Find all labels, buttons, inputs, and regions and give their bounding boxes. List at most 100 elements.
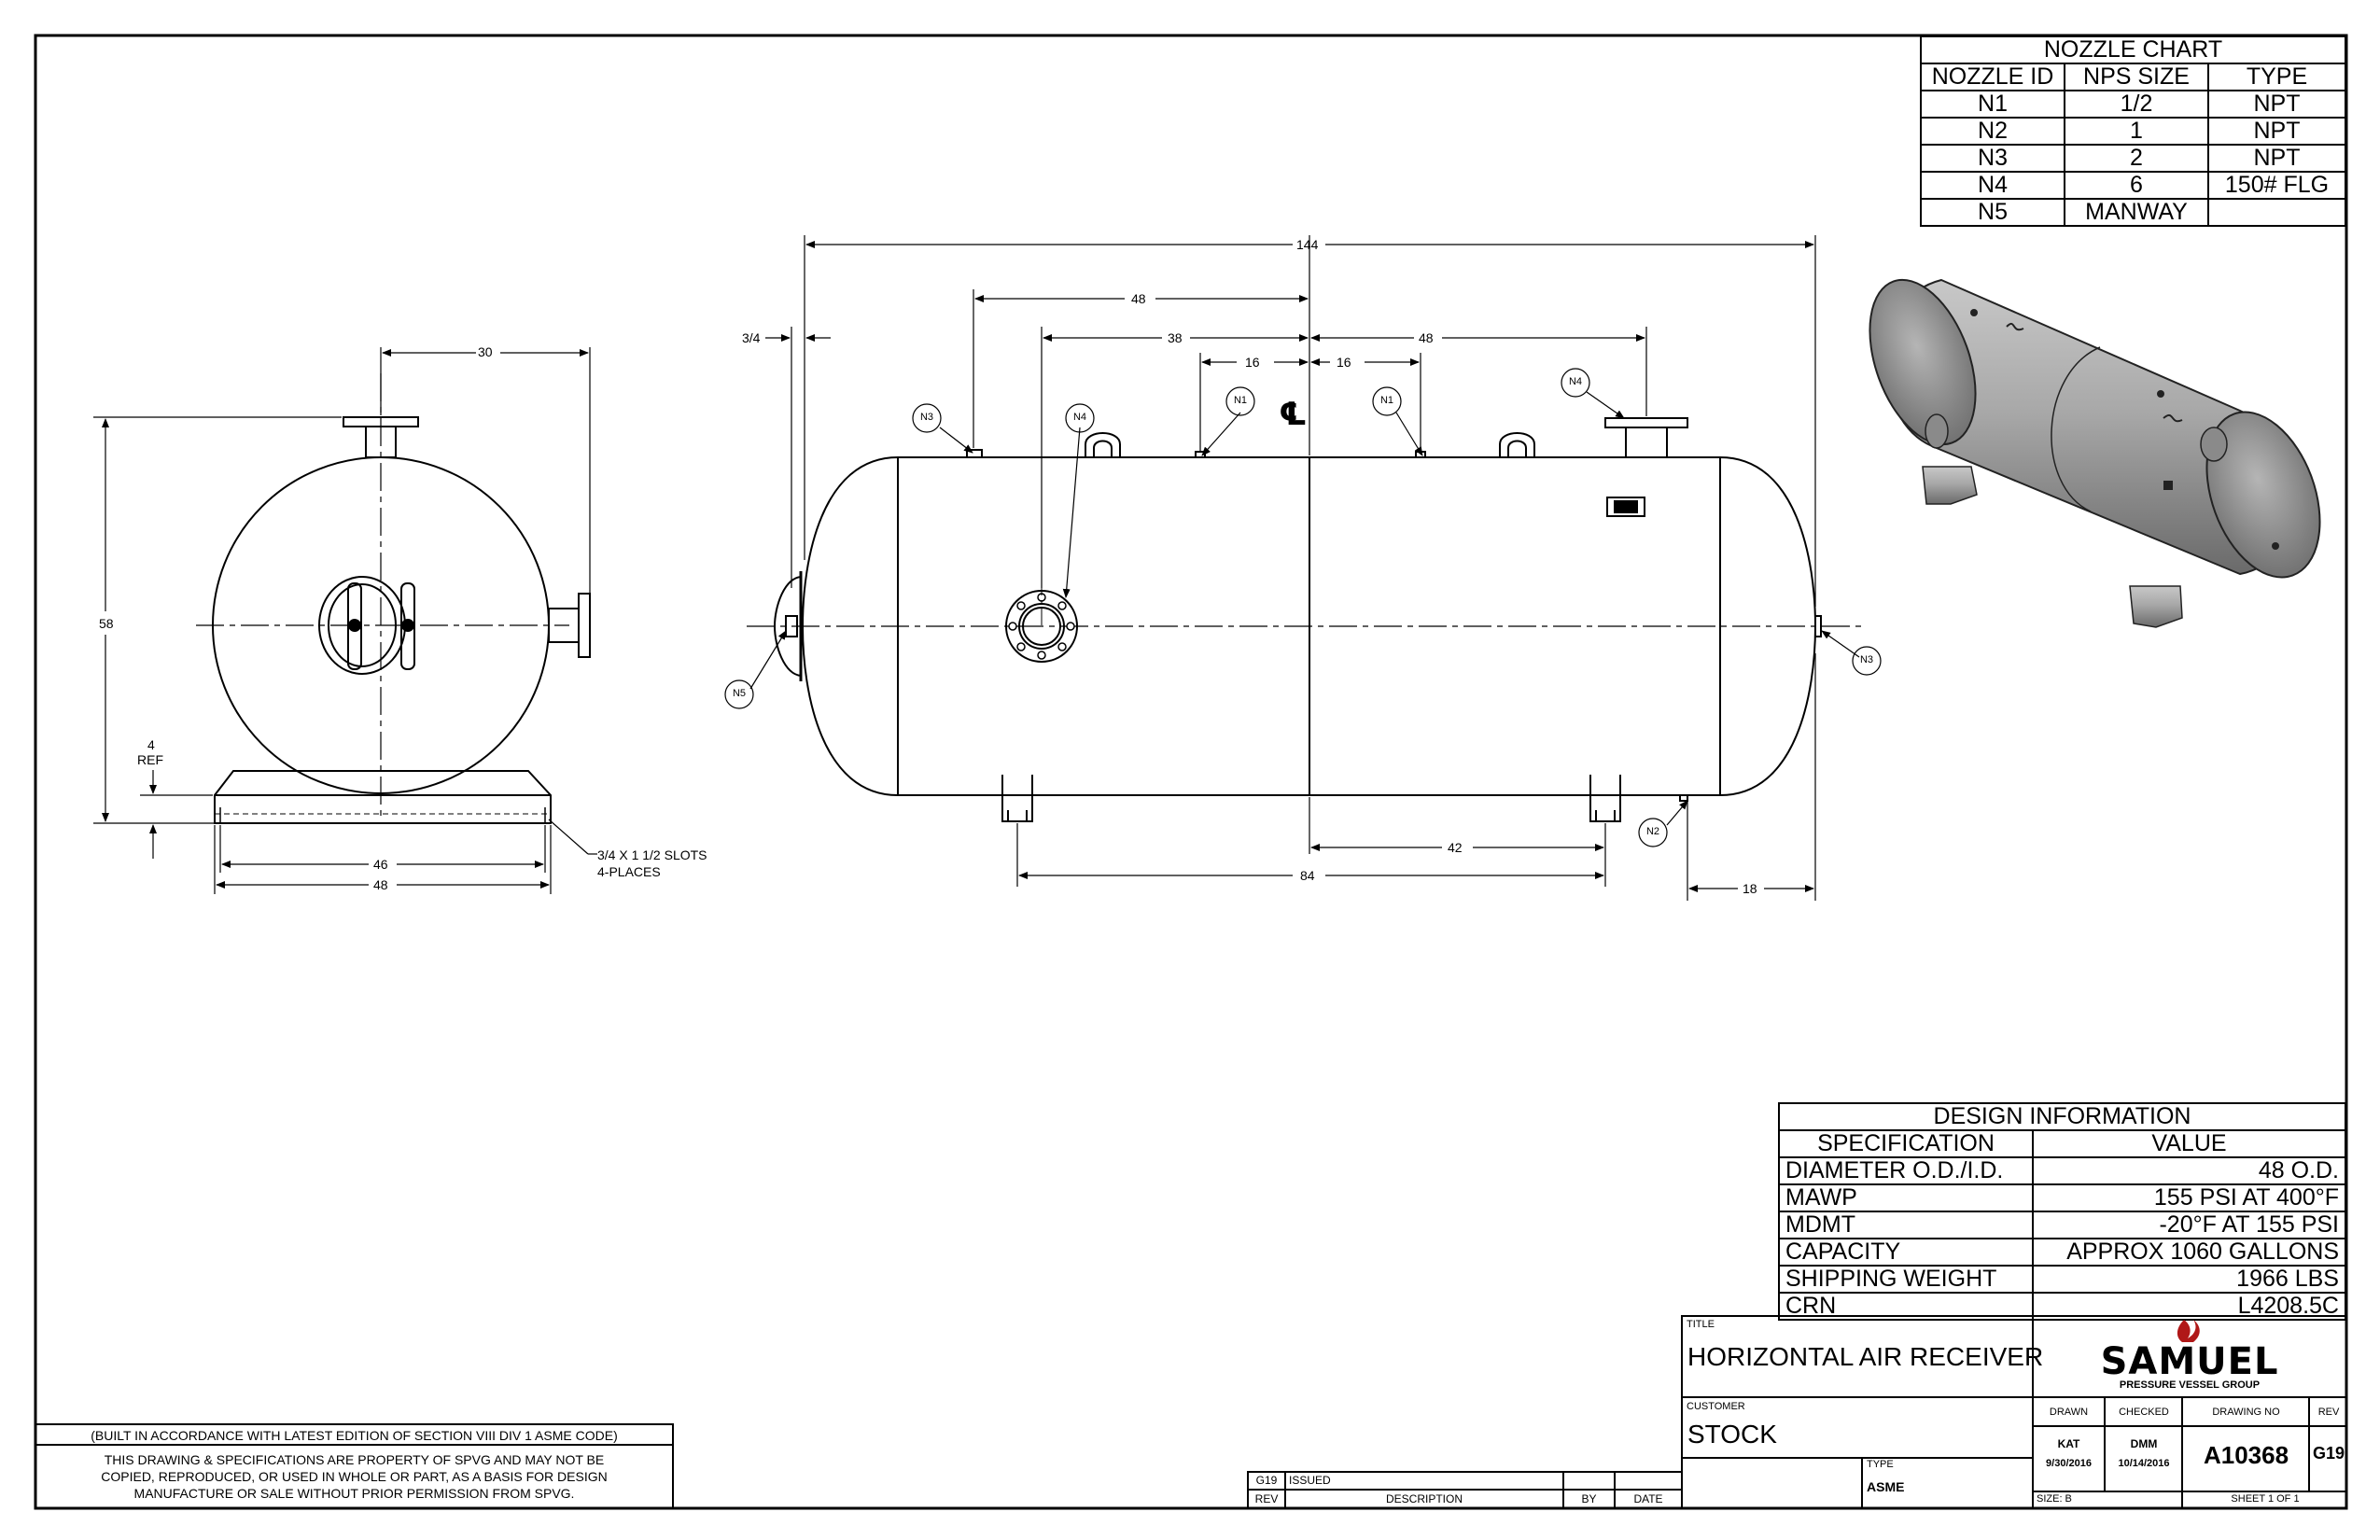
nozzle-chart-header-id: NOZZLE ID — [1920, 63, 2065, 91]
nozzle-size: 2 — [2064, 144, 2209, 173]
spec-value: -20°F AT 155 PSI — [2032, 1211, 2346, 1239]
property-note-line-2: COPIED, REPRODUCED, OR USED IN WHOLE OR … — [101, 1469, 608, 1484]
nozzle-chart: NOZZLE CHART NOZZLE ID NPS SIZE TYPE N1 … — [1920, 35, 2346, 227]
nozzle-id: N1 — [1920, 90, 2065, 119]
nozzle-size: 6 — [2064, 171, 2209, 200]
nozzle-id: N5 — [1920, 198, 2065, 227]
drawing-no-label: DRAWING NO — [2212, 1407, 2280, 1418]
nozzle-chart-header-type: TYPE — [2207, 63, 2346, 91]
end-view-dimensions — [93, 347, 597, 894]
title-label: TITLE — [1687, 1319, 1715, 1330]
end-view-inner-dim: 46 — [373, 857, 388, 872]
centerline-symbol: ℄ — [1279, 396, 1308, 433]
end-view-ref-value: 4 — [147, 737, 155, 752]
drawing-number: A10368 — [2203, 1441, 2289, 1469]
callout-n3-right: N3 — [1859, 654, 1874, 665]
nozzle-id: N3 — [1920, 144, 2065, 173]
design-info-row: DIAMETER O.D./I.D. 48 O.D. — [1778, 1156, 2346, 1185]
end-view — [196, 373, 591, 824]
dim-18: 18 — [1743, 881, 1757, 896]
end-view-ref-label: REF — [137, 752, 163, 767]
revision-col-description: DESCRIPTION — [1385, 1492, 1463, 1505]
dim-84: 84 — [1300, 868, 1315, 883]
nozzle-chart-title: NOZZLE CHART — [1920, 35, 2346, 64]
dim-3-4: 3/4 — [742, 330, 761, 345]
drawn-date: 9/30/2016 — [2046, 1458, 2092, 1469]
drawn-by: KAT — [2057, 1437, 2080, 1450]
isometric-view — [1869, 278, 2321, 628]
nozzle-type: 150# FLG — [2207, 171, 2346, 200]
callout-n4-left: N4 — [1072, 412, 1087, 423]
design-info-header-spec: SPECIFICATION — [1778, 1129, 2034, 1158]
nozzle-chart-row: N4 6 150# FLG — [1920, 171, 2346, 200]
end-view-height-dim: 58 — [99, 616, 114, 631]
spec-name: MDMT — [1778, 1211, 2034, 1239]
nozzle-chart-row: N2 1 NPT — [1920, 117, 2346, 146]
callout-n2: N2 — [1645, 826, 1660, 837]
callout-n5: N5 — [732, 688, 747, 699]
asme-code-note: (BUILT IN ACCORDANCE WITH LATEST EDITION… — [91, 1428, 618, 1443]
slots-note-line-1: 3/4 X 1 1/2 SLOTS — [597, 847, 707, 862]
revision-col-rev: REV — [1254, 1492, 1279, 1505]
design-info-row: MDMT -20°F AT 155 PSI — [1778, 1211, 2346, 1239]
logo-flame-icon — [2177, 1320, 2200, 1342]
design-info-row: SHIPPING WEIGHT 1966 LBS — [1778, 1265, 2346, 1294]
nozzle-type: NPT — [2207, 117, 2346, 146]
rev-label: REV — [2317, 1407, 2340, 1418]
dim-48-right: 48 — [1419, 330, 1434, 345]
nozzle-id: N2 — [1920, 117, 2065, 146]
dim-38: 38 — [1168, 330, 1183, 345]
sheet-number: SHEET 1 OF 1 — [2231, 1493, 2300, 1505]
spec-name: CRN — [1778, 1292, 2034, 1321]
spec-value: 48 O.D. — [2032, 1156, 2346, 1185]
sheet-size: SIZE: B — [2037, 1493, 2072, 1505]
drawing-title: HORIZONTAL AIR RECEIVER — [1687, 1342, 2044, 1371]
dim-42: 42 — [1448, 840, 1463, 855]
checked-label: CHECKED — [2119, 1407, 2169, 1418]
design-info-row: CRN L4208.5C — [1778, 1292, 2346, 1321]
end-view-outer-dim: 48 — [373, 877, 388, 892]
callout-n4-right: N4 — [1568, 376, 1583, 387]
side-view-dimensions — [724, 235, 1882, 901]
logo-wordmark: SAMUEL — [2100, 1340, 2279, 1383]
type-value: ASME — [1867, 1479, 1905, 1494]
spec-name: DIAMETER O.D./I.D. — [1778, 1156, 2034, 1185]
nozzle-chart-row: N1 1/2 NPT — [1920, 90, 2346, 119]
design-info-title: DESIGN INFORMATION — [1778, 1102, 2346, 1131]
nozzle-type: NPT — [2207, 144, 2346, 173]
nozzle-chart-row: N5 MANWAY — [1920, 198, 2346, 227]
dim-16-right: 16 — [1337, 355, 1351, 370]
spec-name: SHIPPING WEIGHT — [1778, 1265, 2034, 1294]
design-info-header-value: VALUE — [2032, 1129, 2346, 1158]
revision-col-by: BY — [1581, 1492, 1597, 1505]
title-block-lines — [35, 1315, 2347, 1509]
nozzle-id: N4 — [1920, 171, 2065, 200]
sheet-border — [34, 34, 2348, 1510]
customer-value: STOCK — [1687, 1420, 1777, 1449]
design-info-row: MAWP 155 PSI AT 400°F — [1778, 1183, 2346, 1212]
callout-n1-right: N1 — [1379, 395, 1394, 406]
spec-value: 1966 LBS — [2032, 1265, 2346, 1294]
property-note-line-3: MANUFACTURE OR SALE WITHOUT PRIOR PERMIS… — [133, 1486, 575, 1501]
revision-col-date: DATE — [1633, 1492, 1663, 1505]
slots-note-line-2: 4-PLACES — [597, 864, 661, 879]
nozzle-chart-header-size: NPS SIZE — [2064, 63, 2209, 91]
spec-name: CAPACITY — [1778, 1238, 2034, 1267]
nozzle-size: 1 — [2064, 117, 2209, 146]
nozzle-type — [2207, 198, 2346, 227]
dim-48-left: 48 — [1131, 291, 1146, 306]
nozzle-size: 1/2 — [2064, 90, 2209, 119]
checked-date: 10/14/2016 — [2118, 1458, 2170, 1469]
dim-16-left: 16 — [1245, 355, 1260, 370]
spec-value: L4208.5C — [2032, 1292, 2346, 1321]
nozzle-chart-row: N3 2 NPT — [1920, 144, 2346, 173]
overall-length-dim: 144 — [1296, 237, 1319, 252]
spec-name: MAWP — [1778, 1183, 2034, 1212]
design-information-table: DESIGN INFORMATION SPECIFICATION VALUE D… — [1778, 1102, 2346, 1321]
company-logo: SAMUEL PRESSURE VESSEL GROUP — [2033, 1316, 2346, 1397]
callout-n1-left: N1 — [1233, 395, 1248, 406]
drawn-label: DRAWN — [2049, 1407, 2089, 1418]
checked-by: DMM — [2130, 1437, 2158, 1450]
rev-value: G19 — [2312, 1444, 2345, 1463]
